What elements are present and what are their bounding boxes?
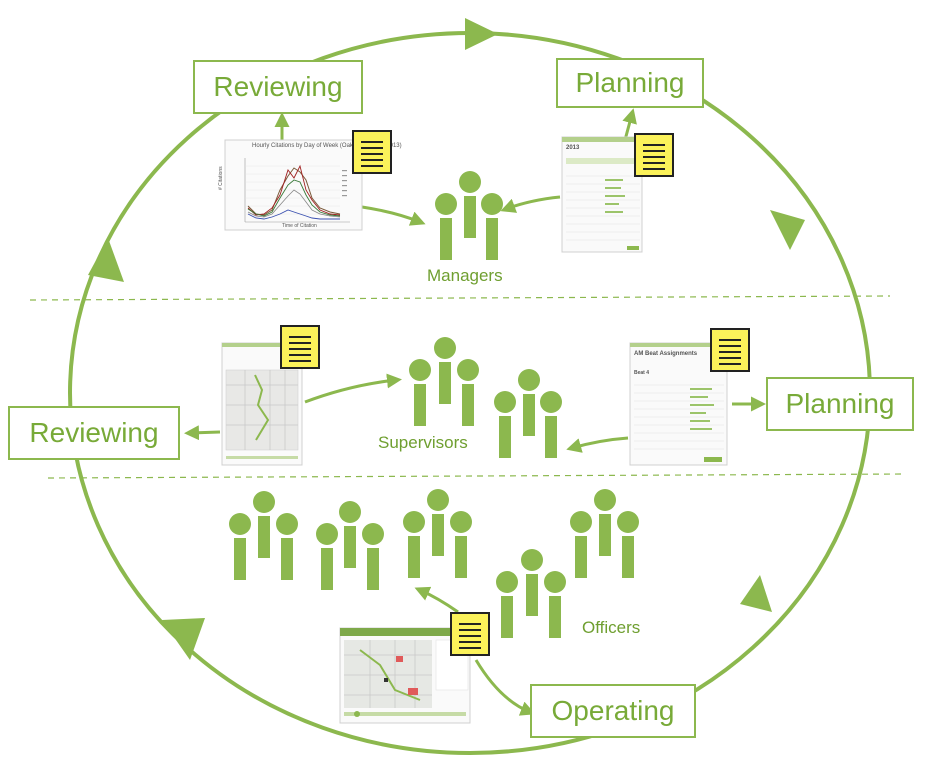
arrow-report-to-managers (361, 205, 426, 226)
manager-report-screenshot (224, 139, 363, 231)
manager-report-title: Hourly Citations by Day of Week (Oakland… (252, 143, 402, 149)
note-icon (352, 130, 392, 174)
supervisor-plan-title: AM Beat Assignments (634, 351, 698, 357)
arrow-map-to-supervisors (304, 373, 402, 404)
manager-reviewing-box: Reviewing (193, 60, 363, 114)
supervisor-plan-subtitle: Beat 4 (634, 370, 650, 376)
arrow-assign-to-supervisors (566, 436, 629, 453)
officers-icon (229, 489, 639, 638)
manager-planning-box: Planning (556, 58, 704, 108)
note-icon (280, 325, 320, 369)
officer-operations-screenshot (339, 627, 471, 724)
separator-managers-supervisors (29, 295, 891, 301)
supervisors-label: Supervisors (378, 433, 468, 452)
cycle-arrow-bottom-left (162, 618, 205, 660)
manager-plan-screenshot (561, 136, 643, 253)
arrow-ops-to-operating (474, 659, 536, 716)
officer-operating-box: Operating (530, 684, 696, 738)
manager-report-xlabel: Time of Citation (282, 223, 317, 229)
note-icon (450, 612, 490, 656)
note-icon (710, 328, 750, 372)
note-icon (634, 133, 674, 177)
arrow-ops-to-officers (414, 586, 459, 614)
separator-supervisors-officers (47, 473, 906, 479)
arrow-plan-to-planning (622, 108, 637, 141)
cycle-arrow-top (465, 18, 498, 50)
officers-label: Officers (582, 618, 641, 637)
arrow-plan-to-managers (500, 195, 561, 213)
supervisor-reviewing-box: Reviewing (8, 406, 180, 460)
managers-label: Managers (427, 266, 503, 285)
cycle-arrow-right-top (770, 210, 805, 250)
supervisor-map-screenshot (221, 342, 303, 466)
manager-plan-title: 2013 (566, 145, 580, 151)
cycle-arrow-right-bottom (740, 575, 772, 612)
managers-icon (435, 171, 503, 260)
supervisor-planning-box: Planning (766, 377, 914, 431)
arrow-map-to-reviewing (184, 425, 221, 441)
cycle-arrow-left (88, 238, 124, 282)
manager-report-ylabel: # Citations (218, 166, 224, 190)
